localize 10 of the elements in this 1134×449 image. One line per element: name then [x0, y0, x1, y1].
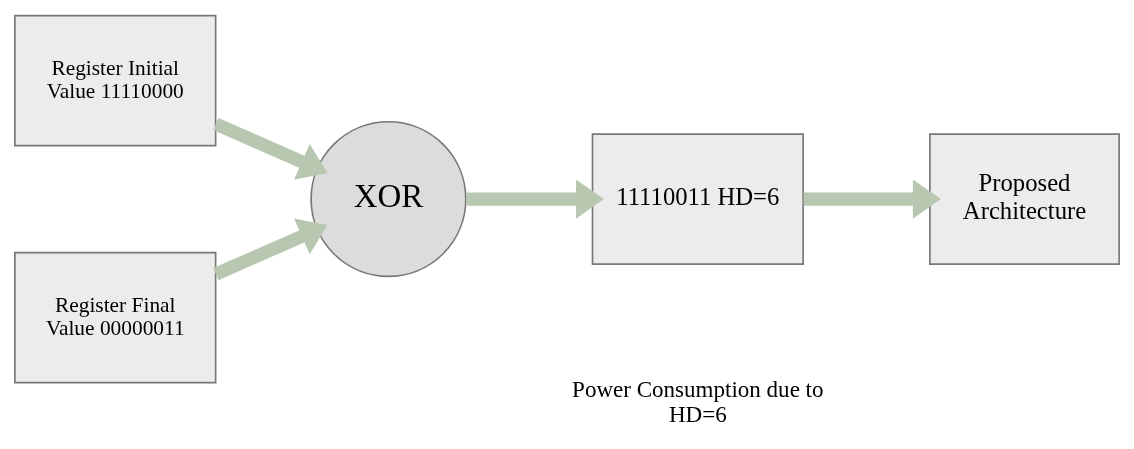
node-box: Proposed Architecture: [929, 132, 1120, 265]
node-circle: XOR: [310, 120, 467, 277]
arrow: [213, 217, 328, 280]
arrow: [213, 117, 328, 180]
arrow: [803, 179, 941, 219]
label: Power Consumption due to HD=6: [572, 375, 824, 427]
node-box: Register Initial Value 11110000: [14, 14, 217, 146]
node-box: 11110011 HD=6: [591, 132, 804, 265]
node-box: Register Final Value 00000011: [14, 251, 217, 383]
arrow: [466, 179, 604, 219]
